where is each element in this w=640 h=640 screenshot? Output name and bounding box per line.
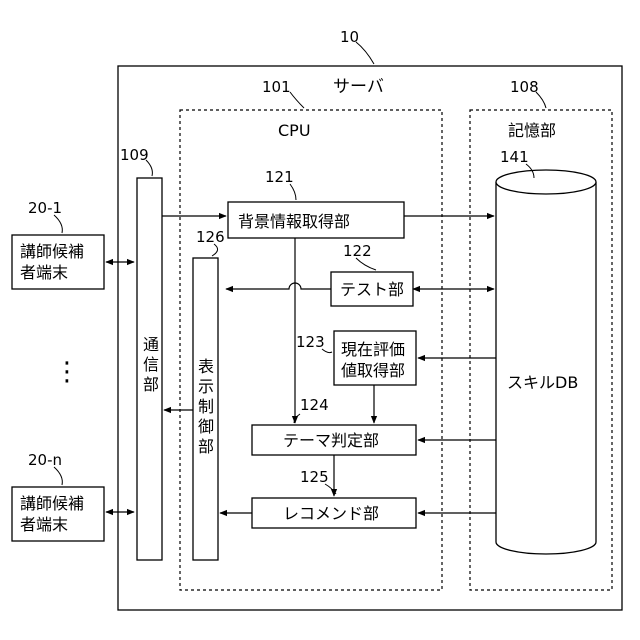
skilldb-cylinder-body [496, 182, 596, 554]
current-eval-label-1: 現在評価 [341, 340, 405, 359]
test-label: テスト部 [340, 280, 404, 299]
comm-char-3: 部 [143, 375, 159, 394]
skilldb-numeral: 141 [500, 148, 529, 166]
terminal-1-label-1: 講師候補 [20, 242, 84, 261]
terminal-1-label-2: 者端末 [20, 263, 68, 282]
skilldb-label: スキルDB [507, 373, 578, 392]
display-char-1: 表 [198, 357, 214, 376]
background-numeral: 121 [265, 168, 294, 186]
display-numeral: 126 [196, 228, 225, 246]
storage-label: 記憶部 [508, 121, 556, 140]
skilldb-cylinder-top [496, 170, 596, 194]
storage-numeral: 108 [510, 78, 539, 96]
comm-numeral: 109 [120, 146, 149, 164]
theme-label: テーマ判定部 [283, 431, 379, 450]
test-numeral: 122 [343, 242, 372, 260]
current-eval-numeral: 123 [296, 333, 325, 351]
display-char-2: 示 [198, 377, 214, 396]
recommend-numeral: 125 [300, 468, 329, 486]
terminal-n-numeral: 20-n [28, 451, 62, 469]
comm-char-2: 信 [143, 355, 159, 374]
current-eval-label-2: 値取得部 [341, 361, 405, 380]
cpu-label: CPU [278, 121, 311, 140]
background-label: 背景情報取得部 [238, 212, 350, 231]
server-numeral: 10 [340, 28, 359, 46]
terminal-n-leader [54, 467, 62, 485]
comm-char-1: 通 [143, 335, 159, 354]
recommend-label: レコメンド部 [283, 504, 379, 523]
display-char-3: 制 [198, 397, 214, 416]
terminal-1-leader [54, 215, 62, 233]
terminal-1-numeral: 20-1 [28, 199, 62, 217]
terminal-n-label-2: 者端末 [20, 515, 68, 534]
terminals-ellipsis: ⋮ [54, 357, 80, 387]
terminal-n-label-1: 講師候補 [20, 494, 84, 513]
server-label: サーバ [333, 77, 384, 97]
display-char-5: 部 [198, 437, 214, 456]
theme-numeral: 124 [300, 396, 329, 414]
display-char-4: 御 [198, 417, 214, 436]
cpu-numeral: 101 [262, 78, 291, 96]
